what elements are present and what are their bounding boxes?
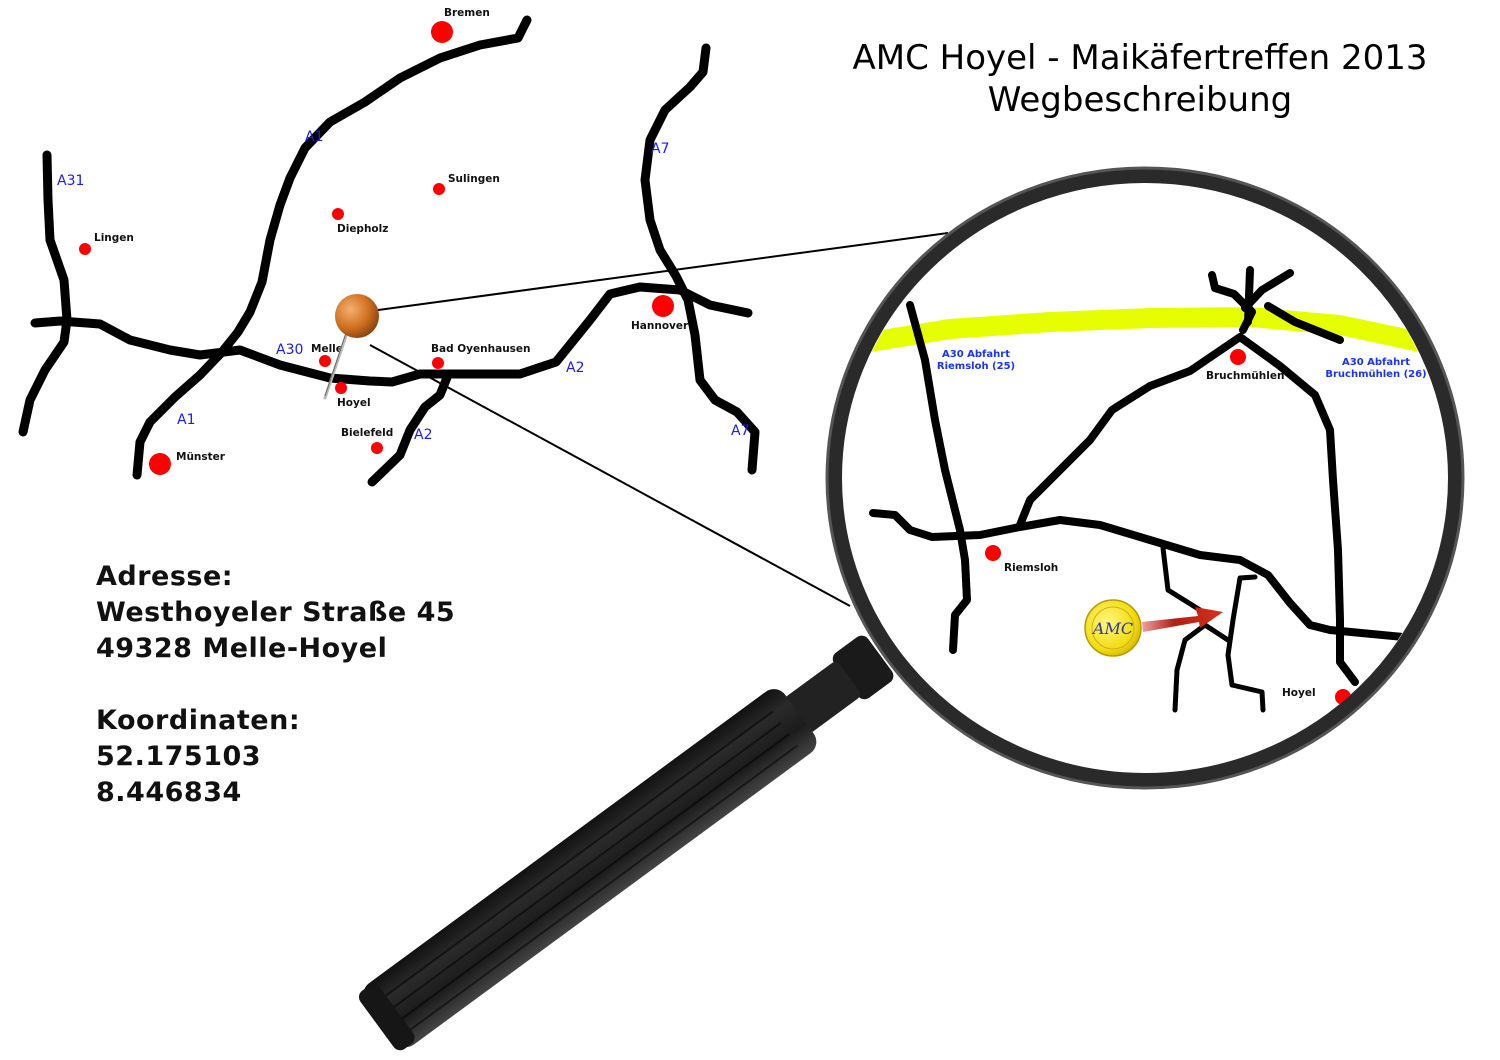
detail-road-west xyxy=(906,301,971,654)
highway-label-a1-south: A1 xyxy=(177,412,195,428)
exit-bruchmuehlen-line2: Bruchmühlen (26) xyxy=(1325,369,1426,380)
exit-riemsloh-line1: A30 Abfahrt xyxy=(942,349,1010,360)
exit-riemsloh-line2: Riemsloh (25) xyxy=(937,361,1015,372)
highway-label-a31: A31 xyxy=(57,173,84,189)
road-a1 xyxy=(132,15,532,480)
highway-label-a1-north: A1 xyxy=(305,129,323,145)
city-label-bielefeld: Bielefeld xyxy=(341,427,393,439)
city-dot-hannover xyxy=(652,295,674,317)
city-dot-bremen xyxy=(431,21,453,43)
town-dot-bruchmuehlen xyxy=(1230,349,1246,365)
city-dot-lingen xyxy=(79,243,91,255)
coords-lat: 52.175103 xyxy=(96,741,262,772)
detail-a30-highway xyxy=(860,306,1430,352)
city-label-hannover: Hannover xyxy=(631,320,689,332)
detail-road-north-4 xyxy=(1264,302,1344,344)
amc-logo-icon: AMC xyxy=(1084,599,1142,657)
road-a2-south xyxy=(367,370,453,487)
detail-road-bruchmuehlen xyxy=(1016,333,1359,686)
pushpin-icon xyxy=(323,294,379,400)
overview-cities: Bremen Sulingen Diepholz Lingen Hannover… xyxy=(79,7,689,475)
magnifier-handle xyxy=(358,635,894,1051)
address-heading: Adresse: xyxy=(96,561,234,592)
magnifier-lens xyxy=(826,167,1464,789)
city-label-muenster: Münster xyxy=(176,451,226,463)
title-line-2: Wegbeschreibung xyxy=(987,80,1293,120)
city-dot-muenster xyxy=(149,453,171,475)
city-label-hoyel: Hoyel xyxy=(337,397,371,409)
road-a7 xyxy=(640,43,760,475)
road-a30 xyxy=(30,282,753,387)
highway-label-a7-south: A7 xyxy=(731,423,749,439)
highway-label-a30: A30 xyxy=(276,342,303,358)
city-dot-melle xyxy=(319,355,331,367)
highway-label-a7-north: A7 xyxy=(651,141,669,157)
coords-heading: Koordinaten: xyxy=(96,705,301,736)
town-label-bruchmuehlen: Bruchmühlen xyxy=(1206,370,1284,382)
detail-road-small-2 xyxy=(1225,574,1266,713)
destination-arrow-icon xyxy=(1142,607,1223,632)
highway-label-a2-south: A2 xyxy=(414,427,432,443)
coords-lon: 8.446834 xyxy=(96,777,242,808)
city-dot-hoyel xyxy=(335,382,347,394)
city-label-bad-oyenhausen: Bad Oyenhausen xyxy=(431,343,531,355)
detail-road-small-3 xyxy=(1172,622,1231,713)
title-line-1: AMC Hoyel - Maikäfertreffen 2013 xyxy=(852,38,1428,78)
city-dot-diepholz xyxy=(332,208,344,220)
city-label-diepholz: Diepholz xyxy=(337,223,388,235)
highway-label-a2-east: A2 xyxy=(566,360,584,376)
address-block: Adresse: Westhoyeler Straße 45 49328 Mel… xyxy=(96,559,455,811)
detail-map: Bruchmühlen Riemsloh Hoyel A30 Abfahrt R… xyxy=(860,266,1430,713)
city-label-bremen: Bremen xyxy=(444,7,490,19)
zoom-line-top xyxy=(377,232,949,311)
address-city: 49328 Melle-Hoyel xyxy=(96,633,388,664)
detail-road-north-3 xyxy=(1241,269,1294,312)
town-label-riemsloh: Riemsloh xyxy=(1004,562,1058,574)
svg-text:AMC: AMC xyxy=(1091,619,1133,638)
highway-labels: A1 A1 A31 A7 A7 A30 A2 A2 xyxy=(57,129,749,443)
city-dot-bad-oyenhausen xyxy=(432,357,444,369)
town-dot-riemsloh xyxy=(985,545,1001,561)
road-a31 xyxy=(18,150,72,437)
city-label-sulingen: Sulingen xyxy=(448,173,500,185)
detail-road-north-2 xyxy=(1244,266,1254,326)
detail-road-small-1 xyxy=(1160,545,1203,613)
overview-roads xyxy=(18,15,760,487)
town-label-hoyel: Hoyel xyxy=(1282,687,1316,699)
address-street: Westhoyeler Straße 45 xyxy=(96,597,456,628)
city-dot-bielefeld xyxy=(371,442,383,454)
zoom-line-bottom xyxy=(369,344,851,607)
city-dot-sulingen xyxy=(433,183,445,195)
exit-bruchmuehlen-line1: A30 Abfahrt xyxy=(1342,357,1410,368)
city-label-lingen: Lingen xyxy=(94,232,134,244)
city-label-melle: Melle xyxy=(311,343,343,355)
detail-road-main xyxy=(869,509,1407,641)
